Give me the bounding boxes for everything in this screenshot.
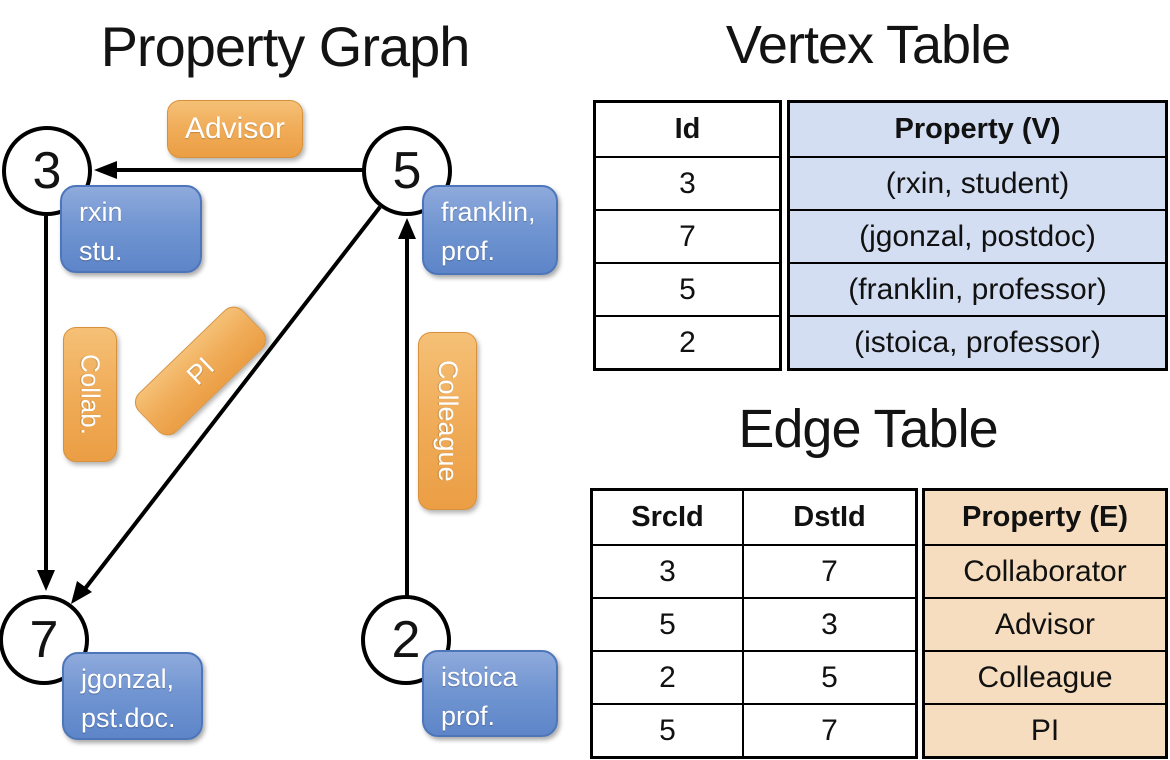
edge-label-advisor-text: Advisor	[184, 112, 286, 145]
edge-table-src-cell: 3	[593, 544, 742, 597]
edge-table-dst-cell: 7	[742, 703, 915, 756]
edge-label-collab: Collab.	[63, 327, 117, 462]
vertex-prop-3-line1: rxin	[79, 197, 123, 227]
edge-table-title: Edge Table	[738, 399, 998, 459]
edge-table-property-cell: Collaborator	[925, 544, 1165, 597]
edge-table-src-cell: 5	[593, 597, 742, 650]
vertex-table-id-column: Id 3 7 5 2	[593, 100, 782, 371]
edge-table-property-cell: Colleague	[925, 650, 1165, 703]
edge-table-src-cell: 2	[593, 650, 742, 703]
vertex-table-id-cell: 2	[596, 315, 779, 368]
vertex-prop-2-line2: prof.	[441, 701, 496, 732]
graph-edges	[37, 161, 416, 604]
vertex-table-id-cell: 3	[596, 156, 779, 209]
vertex-table-property-cell: (istoica, professor)	[790, 315, 1165, 368]
edge-table-property-column: Property (E) Collaborator Advisor Collea…	[922, 488, 1168, 759]
vertex-prop-box-7: jgonzal, pst.doc.	[62, 652, 203, 740]
edge-label-collab-text: Collab.	[75, 354, 106, 435]
edge-label-colleague-text: Colleague	[433, 360, 463, 482]
vertex-prop-box-3: rxin stu.	[60, 185, 202, 273]
vertex-prop-7-line1: jgonzal,	[81, 664, 175, 694]
vertex-table-property-cell: (rxin, student)	[790, 156, 1165, 209]
vertex-table-property-column: Property (V) (rxin, student) (jgonzal, p…	[787, 100, 1168, 371]
node-7-id: 7	[29, 611, 59, 669]
edge-5-7-arrowhead	[71, 581, 92, 604]
vertex-table-property-cell: (franklin, professor)	[790, 262, 1165, 315]
edge-2-5-arrowhead	[398, 218, 416, 239]
edge-table-property-cell: Advisor	[925, 597, 1165, 650]
edge-table-property-header: Property (E)	[962, 501, 1128, 533]
node-5-id: 5	[392, 142, 422, 200]
edge-label-pi-text: PI	[180, 350, 220, 391]
vertex-table-id-header: Id	[674, 113, 701, 145]
vertex-prop-5-line2: prof.	[441, 236, 496, 267]
edge-5-3-arrowhead	[94, 161, 117, 179]
vertex-table-property-header: Property (V)	[894, 113, 1061, 145]
node-2-id: 2	[391, 611, 421, 669]
vertex-prop-5-line1: franklin,	[441, 197, 536, 227]
property-graph-title: Property Graph	[100, 15, 471, 78]
edge-table-property-cell: PI	[925, 703, 1165, 756]
edge-label-colleague: Colleague	[418, 332, 477, 510]
node-2: 2	[361, 595, 451, 685]
edge-table-src-dst-columns: SrcId DstId 3 7 5 3 2 5 5 7	[590, 488, 918, 759]
edge-table-dst-cell: 5	[742, 650, 915, 703]
vertex-prop-box-5: franklin, prof.	[422, 185, 558, 275]
vertex-prop-3-line2: stu.	[79, 236, 123, 267]
vertex-table-id-cell: 5	[596, 262, 779, 315]
edge-table-dst-header: DstId	[742, 491, 915, 544]
node-3-id: 3	[32, 142, 62, 200]
edge-table-src-header: SrcId	[631, 501, 704, 533]
vertex-table-property-cell: (jgonzal, postdoc)	[790, 209, 1165, 262]
edge-table-dst-cell: 7	[742, 544, 915, 597]
vertex-table-id-cell: 7	[596, 209, 779, 262]
edge-table-dst-cell: 3	[742, 597, 915, 650]
vertex-prop-7-line2: pst.doc.	[81, 703, 176, 734]
edge-label-advisor: Advisor	[167, 100, 303, 158]
edge-5-7-line	[82, 205, 382, 592]
edge-table-src-cell: 5	[593, 703, 742, 756]
vertex-prop-2-line1: istoica	[441, 662, 518, 692]
vertex-prop-box-2: istoica prof.	[422, 650, 558, 737]
edge-3-7-arrowhead	[37, 570, 55, 591]
vertex-table-title: Vertex Table	[725, 15, 1011, 75]
